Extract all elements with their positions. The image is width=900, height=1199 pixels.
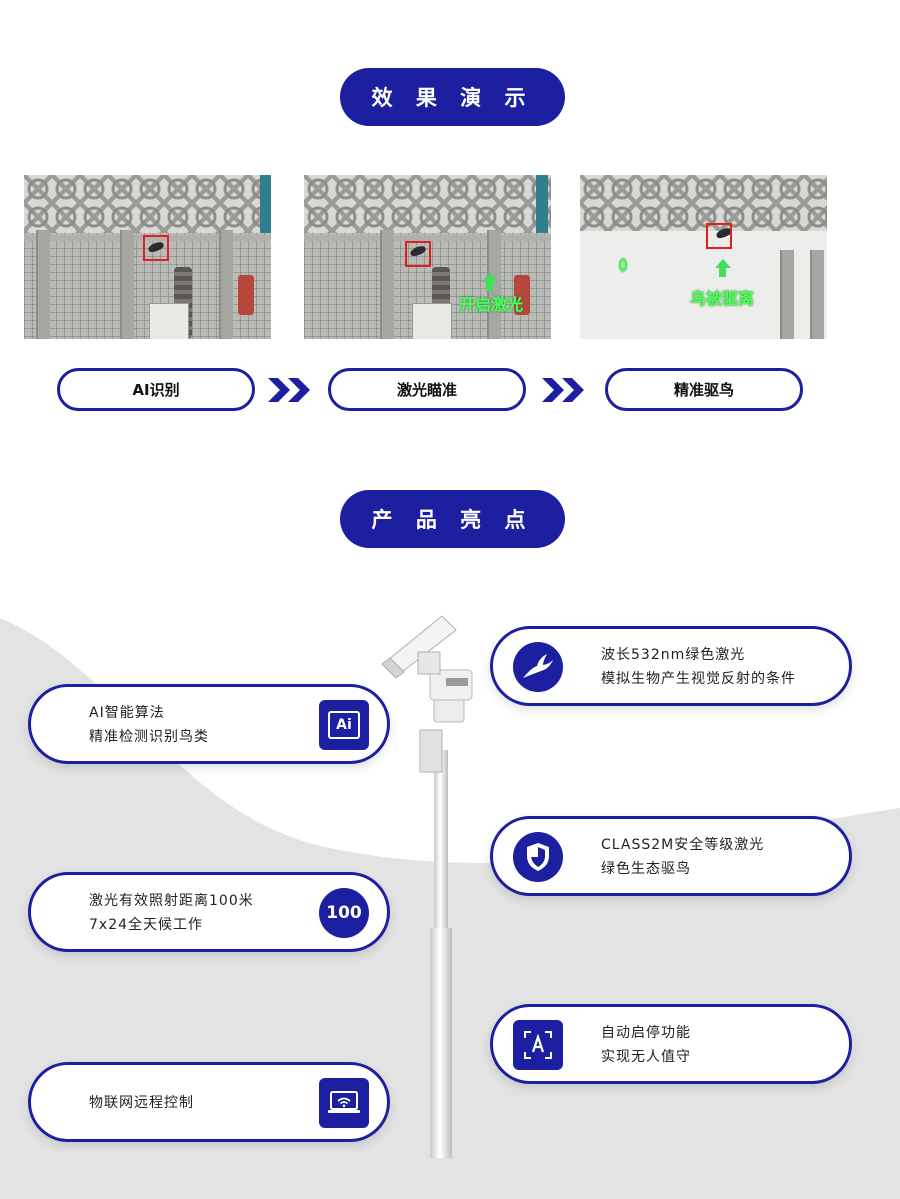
- feature-line1: 激光有效照射距离100米: [89, 893, 254, 909]
- bird-icon: [513, 642, 563, 692]
- photo-caption: 开启激光: [459, 295, 524, 314]
- feature-safety-class: CLASS2M安全等级激光 绿色生态驱鸟: [490, 816, 852, 896]
- feature-line2: 实现无人值守: [601, 1049, 691, 1065]
- feature-laser-range: 激光有效照射距离100米 7x24全天候工作 100: [28, 872, 390, 952]
- up-arrow-icon: [715, 259, 731, 268]
- feature-line1: CLASS2M安全等级激光: [601, 837, 765, 853]
- demo-section-title: 效 果 演 示: [340, 68, 565, 126]
- double-chevron-right-icon: [542, 378, 584, 402]
- feature-line2: 7x24全天候工作: [89, 917, 204, 933]
- feature-line2: 绿色生态驱鸟: [601, 861, 691, 877]
- detection-box: [405, 241, 431, 267]
- feature-line1: 物联网远程控制: [89, 1095, 194, 1111]
- demo-photo-ai-detect: [24, 175, 271, 339]
- range-100-icon: 100: [319, 888, 369, 938]
- step-laser-aim: 激光瞄准: [328, 368, 526, 411]
- feature-green-laser: 波长532nm绿色激光 模拟生物产生视觉反射的条件: [490, 626, 852, 706]
- detection-box: [706, 223, 732, 249]
- ai-chip-icon: Ai: [319, 700, 369, 750]
- laser-spot: [618, 257, 628, 273]
- step-precise-repel: 精准驱鸟: [605, 368, 803, 411]
- detection-box: [143, 235, 169, 261]
- highlights-section-title: 产 品 亮 点: [340, 490, 565, 548]
- demo-photo-laser-aim: 开启激光: [304, 175, 551, 339]
- feature-iot-control: 物联网远程控制: [28, 1062, 390, 1142]
- step-ai-detect: AI识别: [57, 368, 255, 411]
- ai-badge: Ai: [328, 711, 360, 739]
- range-badge: 100: [326, 903, 362, 923]
- photo-caption: 鸟被驱离: [690, 289, 755, 308]
- feature-line2: 模拟生物产生视觉反射的条件: [601, 671, 796, 687]
- up-arrow-icon: [482, 273, 498, 282]
- feature-line2: 精准检测识别鸟类: [89, 729, 209, 745]
- double-chevron-right-icon: [268, 378, 310, 402]
- feature-ai-algorithm: AI智能算法 精准检测识别鸟类 Ai: [28, 684, 390, 764]
- auto-mode-icon: [513, 1020, 563, 1070]
- laser-device-pole: [381, 615, 473, 1158]
- laptop-wifi-icon: [319, 1078, 369, 1128]
- feature-line1: 自动启停功能: [601, 1025, 691, 1041]
- feature-auto-start-stop: 自动启停功能 实现无人值守: [490, 1004, 852, 1084]
- shield-icon: [513, 832, 563, 882]
- demo-photo-bird-dispersed: 鸟被驱离: [580, 175, 827, 339]
- feature-line1: 波长532nm绿色激光: [601, 647, 746, 663]
- feature-line1: AI智能算法: [89, 705, 165, 721]
